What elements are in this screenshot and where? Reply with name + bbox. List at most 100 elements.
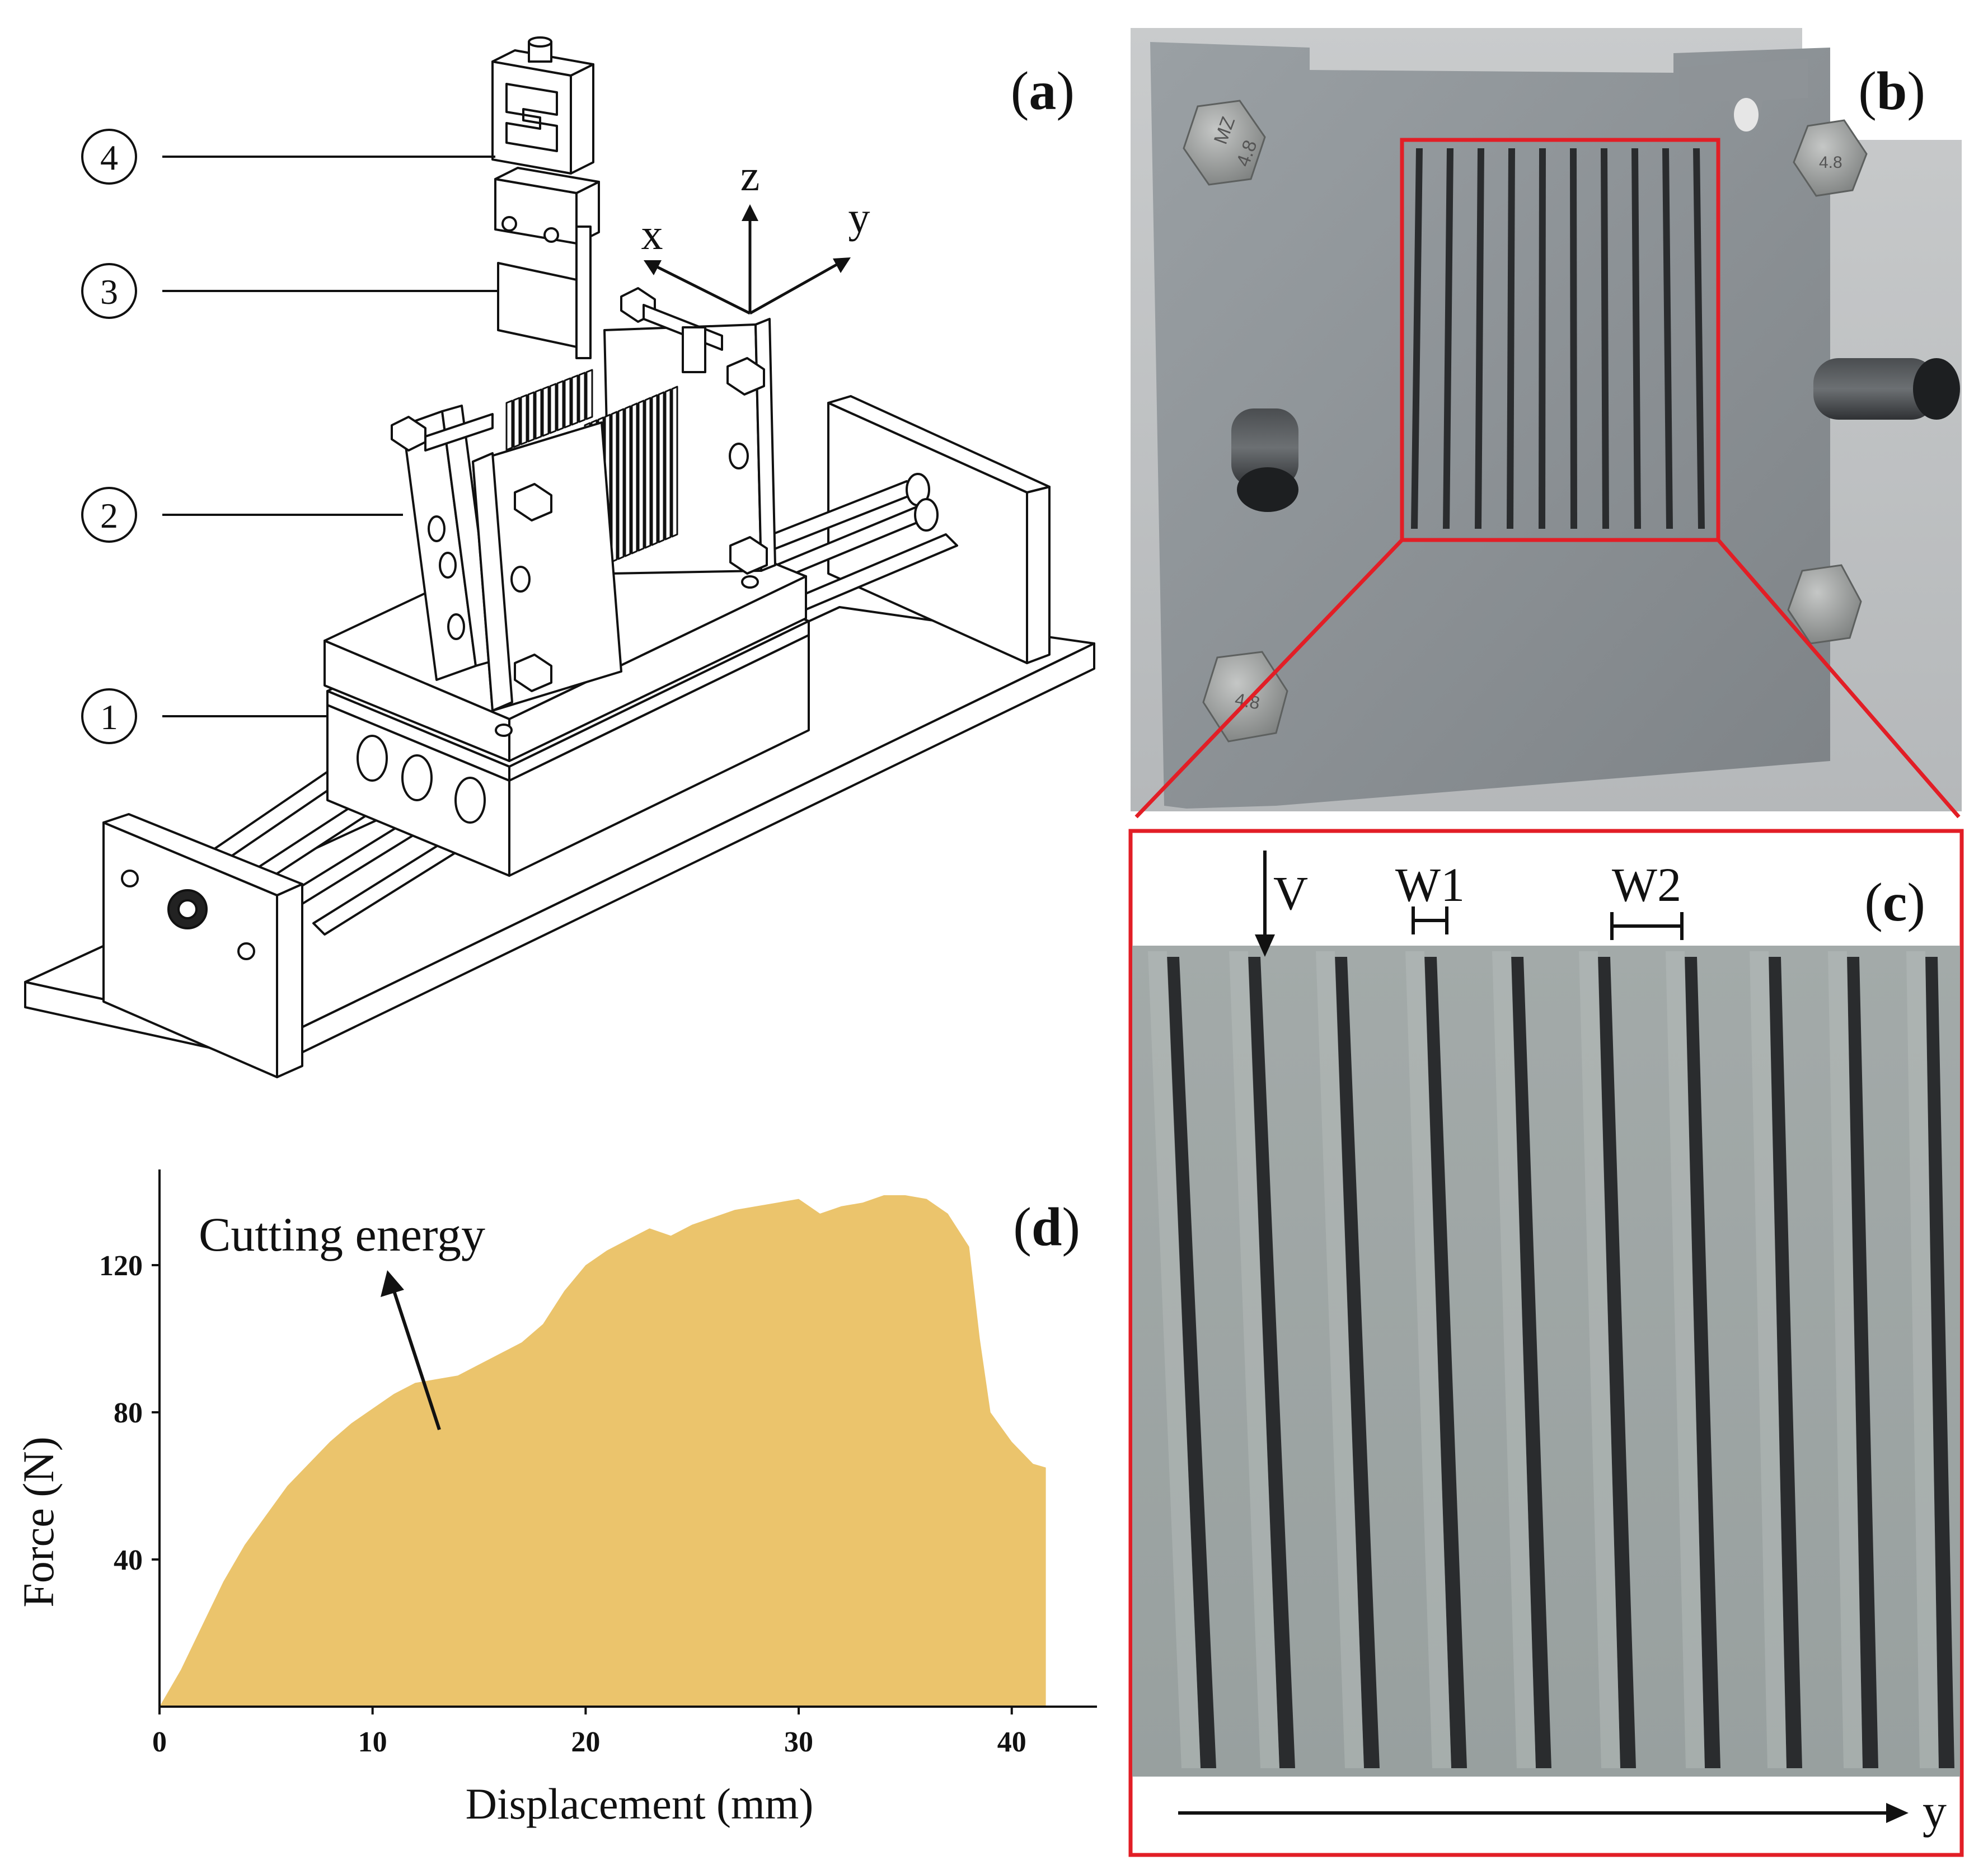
slot	[1539, 148, 1546, 529]
closeup-slot-bevel	[1828, 951, 1863, 1768]
slot	[1662, 148, 1673, 529]
cutting-energy-area	[160, 1195, 1046, 1707]
panel-d-label: (d)	[1013, 1197, 1080, 1257]
blade	[624, 405, 631, 557]
guide-pins	[1231, 358, 1960, 512]
blade	[671, 386, 678, 538]
carriage-top-edge-side	[508, 620, 810, 782]
velocity-arrow-head	[1255, 934, 1275, 957]
blade	[578, 372, 586, 423]
blade	[534, 388, 542, 440]
x-tick-label: 0	[152, 1726, 167, 1758]
blade	[564, 377, 571, 429]
closeup-slot	[1925, 957, 1954, 1768]
blade	[644, 397, 651, 549]
blade	[527, 391, 535, 443]
x-tick-label: 40	[997, 1726, 1026, 1758]
slot	[1443, 148, 1454, 529]
closeup-slot-bevel	[1405, 951, 1451, 1768]
carriage-rod-hole	[401, 754, 433, 801]
closeup-slot	[1167, 957, 1216, 1768]
panel-b-photo: MZ 4.8 4.8 4.8	[1131, 28, 1962, 819]
closeup-slot	[1511, 957, 1551, 1768]
cutting-energy-annotation: Cutting energy	[199, 1208, 485, 1261]
coordinate-axes	[644, 204, 851, 315]
y-tick-label: 40	[114, 1544, 143, 1576]
closeup-slot	[1847, 957, 1878, 1768]
carriage-rod-hole	[357, 735, 388, 782]
blade-stack	[505, 369, 678, 574]
w2-dimension-bracket	[1610, 912, 1684, 940]
zoom-line-left	[1134, 538, 1404, 819]
y-tick-label: 80	[114, 1397, 143, 1429]
closeup-slot-bevel	[1148, 951, 1201, 1768]
front-block-hole	[121, 870, 139, 887]
plate-tab-hole	[1734, 98, 1759, 131]
slot	[1475, 148, 1484, 529]
highlight-box	[1400, 138, 1720, 542]
slot	[1631, 148, 1641, 529]
y-direction-arrow-head	[1886, 1803, 1909, 1823]
blade	[617, 408, 625, 560]
panel-c-label: (c)	[1864, 872, 1925, 933]
top-rod	[424, 413, 494, 452]
closeup-slot-bevel	[1750, 951, 1787, 1768]
blade	[513, 397, 521, 448]
upper-block-hole	[741, 575, 759, 589]
right-end-block-side	[1026, 486, 1051, 664]
y-tick-label: 120	[99, 1250, 143, 1282]
closeup-slot	[1685, 957, 1720, 1768]
front-block-bore-inner	[177, 899, 198, 919]
holder-front-plate-edge	[472, 452, 513, 712]
closeup-slot	[1769, 957, 1802, 1768]
holder-plate	[1150, 42, 1830, 809]
axis-x-label: x	[641, 210, 663, 259]
panel-b-label: (b)	[1858, 61, 1925, 121]
s-type-sensor	[491, 36, 594, 175]
closeup-slot	[1248, 957, 1295, 1768]
callout-circles	[81, 129, 137, 744]
w2-label: W2	[1612, 858, 1681, 912]
w1-dimension-bracket	[1412, 906, 1448, 934]
slot	[1570, 148, 1577, 529]
bolt-mark-48: 4.8	[1819, 153, 1842, 172]
closeup-slot	[1335, 957, 1380, 1768]
front-end-block-side	[276, 883, 303, 1078]
blade	[505, 400, 513, 451]
slot-array	[1411, 148, 1705, 529]
closeup-slot	[1598, 957, 1636, 1768]
front-block-hole	[237, 942, 255, 960]
closeup-slot-bevel	[1492, 951, 1536, 1768]
closeup-slot-bevel	[1906, 951, 1939, 1768]
blade	[549, 383, 557, 434]
load-cell-lower-box	[497, 262, 578, 348]
slot	[1411, 148, 1423, 529]
blade	[651, 394, 658, 546]
load-cell-hole	[501, 216, 517, 232]
w1-label: W1	[1395, 858, 1465, 912]
probe-rod	[575, 226, 592, 359]
axis-z-label: z	[740, 151, 760, 200]
closeup-slot	[1424, 957, 1467, 1768]
panel-c-closeup	[1128, 829, 1964, 1857]
top-rod-collar	[682, 326, 706, 373]
closeup-slot-bevel	[1316, 951, 1364, 1768]
clamp-hole	[439, 552, 457, 579]
x-tick-label: 30	[784, 1726, 813, 1758]
zoom-line-right	[1717, 538, 1961, 819]
blade	[664, 388, 672, 541]
slot	[1601, 148, 1609, 529]
load-cell-hole	[543, 227, 559, 243]
callout-3: 3	[100, 272, 118, 312]
upper-block-hole	[495, 724, 513, 737]
clamp-hole	[447, 613, 465, 640]
right-end-block-top	[827, 395, 1051, 494]
blade	[611, 411, 618, 563]
front-end-block-top	[102, 813, 303, 896]
closeup-slot-bevel	[1229, 951, 1279, 1768]
blade	[542, 386, 550, 437]
slot	[1507, 148, 1515, 529]
blade	[585, 369, 593, 420]
